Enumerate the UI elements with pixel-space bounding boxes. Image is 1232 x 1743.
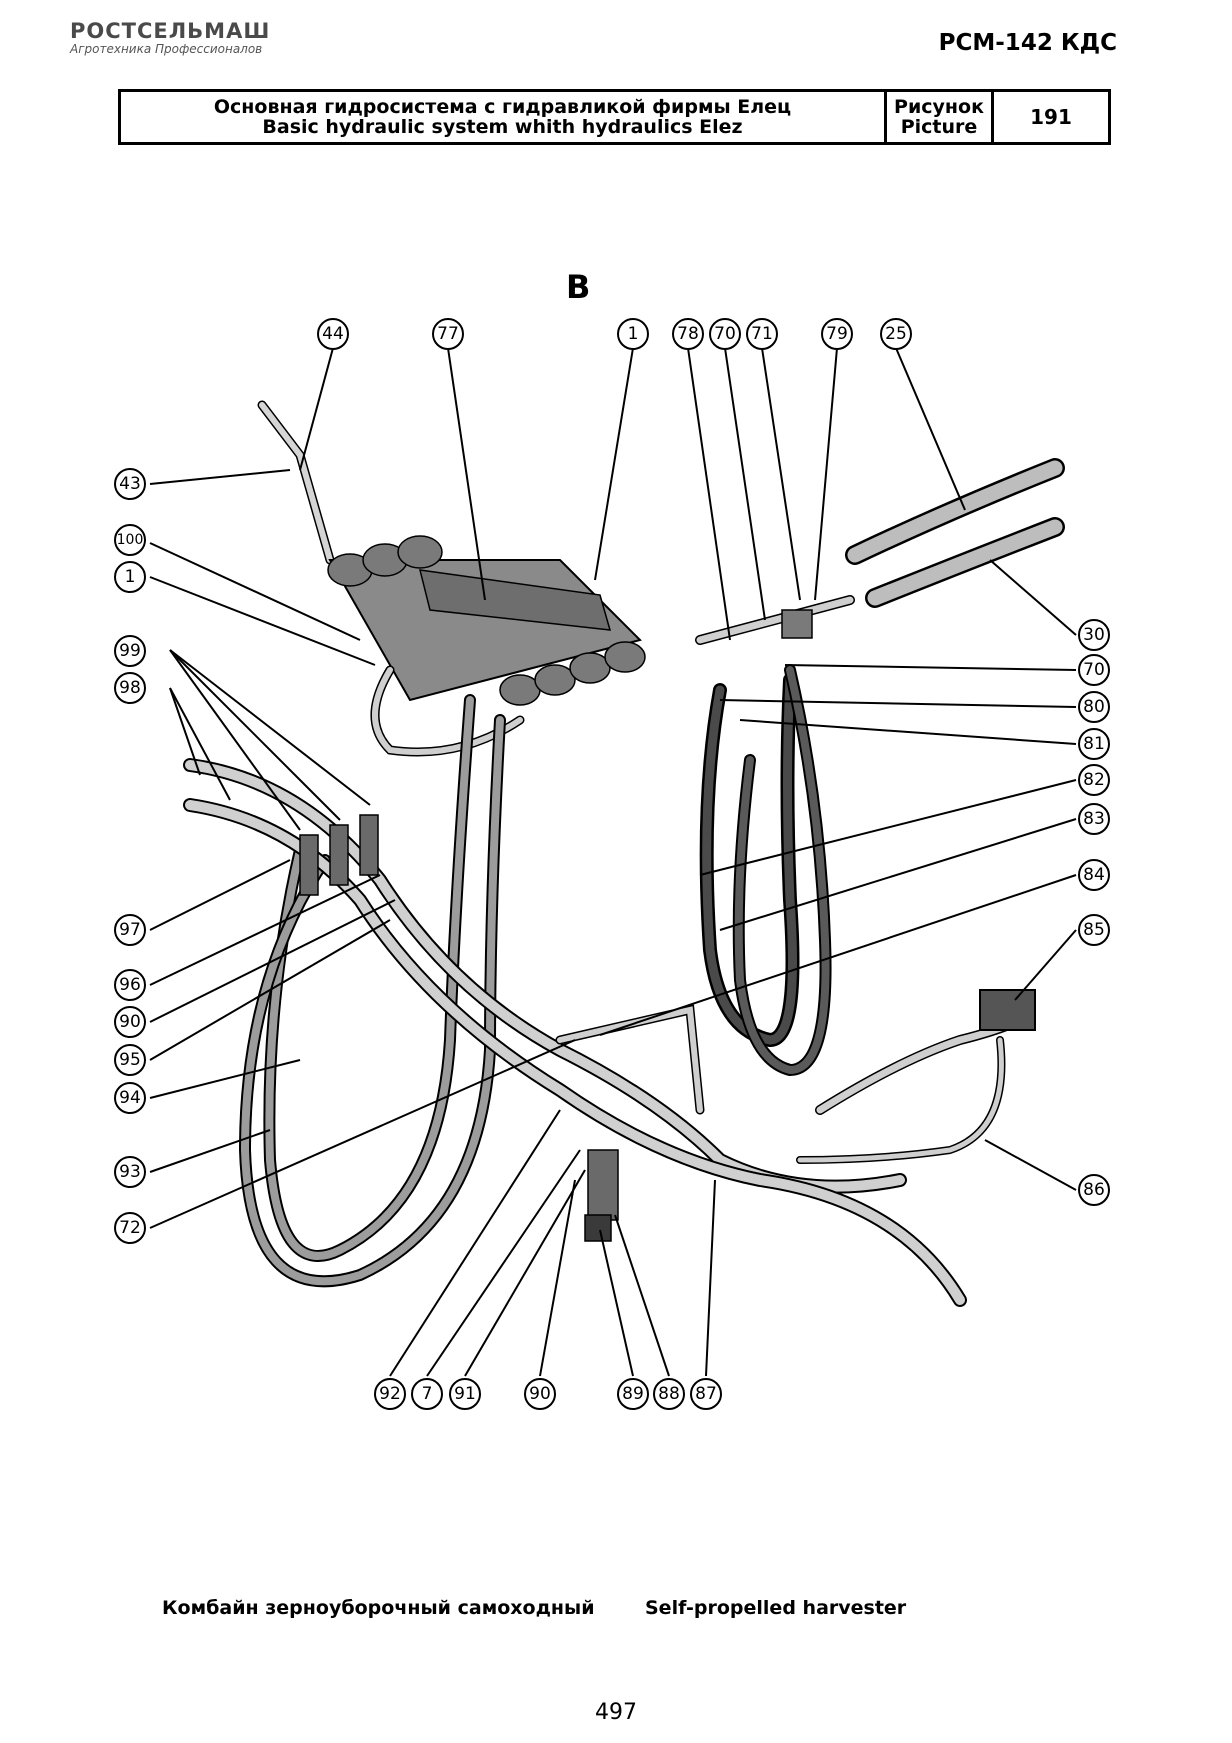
svg-text:87: 87 xyxy=(695,1384,717,1404)
title-en: Basic hydraulic system whith hydraulics … xyxy=(262,116,743,138)
svg-text:94: 94 xyxy=(119,1088,141,1108)
svg-text:100: 100 xyxy=(117,532,144,548)
page-number: 497 xyxy=(595,1700,637,1725)
callout-right-83: 83 xyxy=(1078,803,1110,835)
callout-right-80: 80 xyxy=(1078,691,1110,723)
svg-text:91: 91 xyxy=(454,1384,476,1404)
picture-label-en: Picture xyxy=(900,116,978,138)
logo-tagline: Агротехника Профессионалов xyxy=(70,42,263,56)
svg-text:83: 83 xyxy=(1083,809,1105,829)
callout-left-43: 43 xyxy=(114,468,146,500)
svg-text:90: 90 xyxy=(119,1012,141,1032)
callout-top-1: 1 xyxy=(617,318,649,350)
callout-top-79: 79 xyxy=(821,318,853,350)
callout-bottom-91: 91 xyxy=(449,1378,481,1410)
callout-left-90: 90 xyxy=(114,1006,146,1038)
svg-text:80: 80 xyxy=(1083,697,1105,717)
svg-text:1: 1 xyxy=(125,567,136,587)
brand-logo: РОСТСЕЛЬМАШ Агротехника Профессионалов xyxy=(70,20,270,57)
svg-text:89: 89 xyxy=(622,1384,644,1404)
svg-text:72: 72 xyxy=(119,1218,141,1238)
svg-text:92: 92 xyxy=(379,1384,401,1404)
callout-bottom-90: 90 xyxy=(524,1378,556,1410)
svg-text:30: 30 xyxy=(1083,625,1105,645)
callout-right-30: 30 xyxy=(1078,619,1110,651)
callout-right-85: 85 xyxy=(1078,914,1110,946)
callout-top-77: 77 xyxy=(432,318,464,350)
callout-left-1: 1 xyxy=(114,561,146,593)
callout-left-96: 96 xyxy=(114,969,146,1001)
footer-right: Self-propelled harvester xyxy=(645,1597,907,1619)
svg-text:84: 84 xyxy=(1083,865,1105,885)
callout-top-44: 44 xyxy=(317,318,349,350)
callout-right-70: 70 xyxy=(1078,654,1110,686)
view-letter: B xyxy=(566,268,591,306)
callout-right-84: 84 xyxy=(1078,859,1110,891)
logo-name: РОСТСЕЛЬМАШ xyxy=(70,19,271,43)
callout-right-86: 86 xyxy=(1078,1174,1110,1206)
callout-bottom-7: 7 xyxy=(411,1378,443,1410)
callout-bottom-88: 88 xyxy=(653,1378,685,1410)
callout-bottom-87: 87 xyxy=(690,1378,722,1410)
title-ru: Основная гидросистема с гидравликой фирм… xyxy=(213,96,792,118)
callout-right-81: 81 xyxy=(1078,728,1110,760)
callout-top-25: 25 xyxy=(880,318,912,350)
callout-top-71: 71 xyxy=(746,318,778,350)
svg-text:81: 81 xyxy=(1083,734,1105,754)
svg-text:7: 7 xyxy=(422,1384,433,1404)
title-block: Основная гидросистема с гидравликой фирм… xyxy=(118,89,1111,145)
callout-left-100: 100 xyxy=(114,524,146,556)
svg-text:85: 85 xyxy=(1083,920,1105,940)
picture-label-cell: Рисунок Picture xyxy=(887,92,994,142)
svg-text:86: 86 xyxy=(1083,1180,1105,1200)
svg-text:95: 95 xyxy=(119,1050,141,1070)
svg-text:93: 93 xyxy=(119,1162,141,1182)
svg-text:70: 70 xyxy=(1083,660,1105,680)
leader-lines xyxy=(149,347,1077,1377)
svg-text:77: 77 xyxy=(437,324,459,344)
svg-text:43: 43 xyxy=(119,474,141,494)
footer-left: Комбайн зерноуборочный самоходный xyxy=(162,1597,595,1619)
assembly-drawing xyxy=(183,400,1065,1307)
svg-text:90: 90 xyxy=(529,1384,551,1404)
callout-left-99: 99 xyxy=(114,635,146,667)
callout-left-72: 72 xyxy=(114,1212,146,1244)
callout-bottom-92: 92 xyxy=(374,1378,406,1410)
svg-text:25: 25 xyxy=(885,324,907,344)
callout-left-97: 97 xyxy=(114,914,146,946)
svg-text:99: 99 xyxy=(119,641,141,661)
picture-number: 191 xyxy=(1030,105,1072,129)
svg-text:82: 82 xyxy=(1083,770,1105,790)
svg-text:78: 78 xyxy=(677,324,699,344)
callout-left-93: 93 xyxy=(114,1156,146,1188)
svg-text:88: 88 xyxy=(658,1384,680,1404)
callout-right-82: 82 xyxy=(1078,764,1110,796)
svg-text:1: 1 xyxy=(628,324,639,344)
svg-text:71: 71 xyxy=(751,324,773,344)
svg-text:44: 44 xyxy=(322,324,344,344)
callout-top-70: 70 xyxy=(709,318,741,350)
title-cell: Основная гидросистема с гидравликой фирм… xyxy=(121,92,887,142)
svg-text:79: 79 xyxy=(826,324,848,344)
picture-label-ru: Рисунок xyxy=(894,96,984,118)
callout-left-95: 95 xyxy=(114,1044,146,1076)
svg-text:97: 97 xyxy=(119,920,141,940)
callout-top-78: 78 xyxy=(672,318,704,350)
svg-text:98: 98 xyxy=(119,678,141,698)
callout-bottom-89: 89 xyxy=(617,1378,649,1410)
model-label: РСМ-142 КДС xyxy=(938,30,1117,56)
svg-text:70: 70 xyxy=(714,324,736,344)
svg-text:96: 96 xyxy=(119,975,141,995)
callout-left-94: 94 xyxy=(114,1082,146,1114)
callout-left-98: 98 xyxy=(114,672,146,704)
